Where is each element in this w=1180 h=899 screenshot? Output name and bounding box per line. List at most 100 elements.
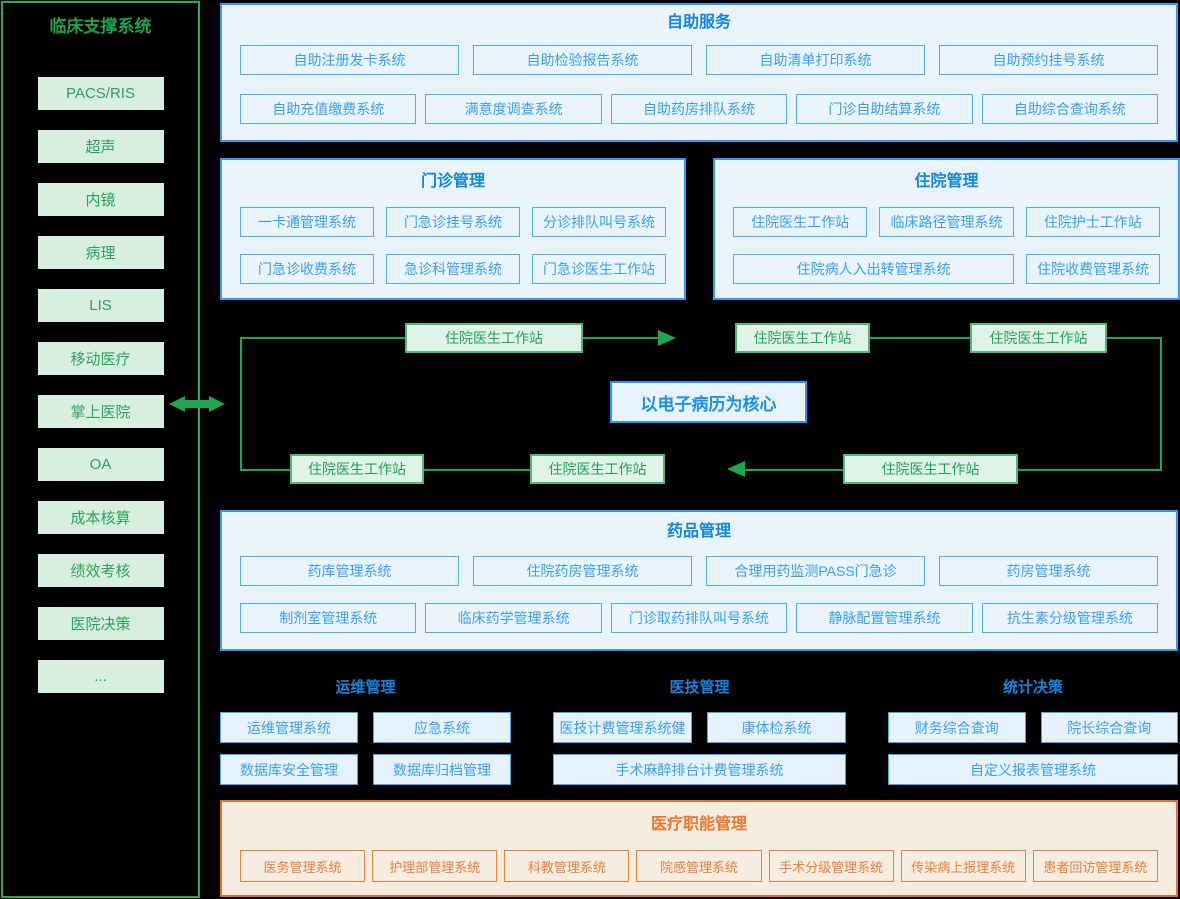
arrow-bar: [182, 400, 212, 408]
emr-core-node: 以电子病历为核心: [610, 381, 807, 423]
system-box: 财务综合查询: [888, 712, 1026, 743]
inpatient-row-2: 住院病人入出转管理系统 住院收费管理系统: [715, 254, 1178, 284]
ops-management-group: 运维管理 运维管理系统应急系统 数据库安全管理数据库归档管理: [220, 670, 511, 785]
medtech-row-1: 医技计费管理系统健康体检系统: [553, 712, 846, 743]
medtech-management-group: 医技管理 医技计费管理系统健康体检系统 手术麻醉排台计费管理系统: [553, 670, 846, 785]
clinical-support-item: 移动医疗: [37, 342, 164, 375]
system-box: 满意度调查系统: [425, 94, 602, 124]
system-box: 科教管理系统: [504, 850, 630, 882]
system-box: 门诊自助结算系统: [796, 94, 973, 124]
system-box: 临床药学管理系统: [425, 603, 602, 633]
system-box: 住院收费管理系统: [1026, 254, 1160, 284]
medical-admin-title: 医疗职能管理: [650, 816, 747, 833]
self-service-row-1: 自助注册发卡系统自助检验报告系统自助清单打印系统自助预约挂号系统: [222, 45, 1176, 75]
system-box: 传染病上报理系统: [900, 850, 1026, 882]
doctor-workstation-node: 住院医生工作站: [843, 454, 1018, 484]
system-box: 门急诊医生工作站: [532, 254, 666, 284]
doctor-workstation-node: 住院医生工作站: [405, 323, 583, 353]
system-box: 自助清单打印系统: [706, 45, 925, 75]
connector-line: [1018, 469, 1162, 471]
clinical-support-item: 绩效考核: [37, 554, 164, 587]
clinical-support-item: 内镜: [37, 183, 164, 216]
medtech-title: 医技管理: [669, 679, 730, 696]
system-box: 门诊取药排队叫号系统: [610, 603, 788, 633]
system-box: 应急系统: [373, 712, 511, 743]
connector-line: [869, 337, 971, 339]
system-box: 临床路径管理系统: [879, 207, 1014, 237]
system-box: 合理用药监测PASS门急诊: [706, 556, 925, 586]
clinical-support-item: 成本核算: [37, 501, 164, 534]
stats-title: 统计决策: [1002, 679, 1063, 696]
system-box: 运维管理系统: [220, 712, 358, 743]
system-box: 院感管理系统: [636, 850, 762, 882]
system-box: 急诊科管理系统: [386, 254, 520, 284]
system-box: 自助预约挂号系统: [939, 45, 1158, 75]
system-box: 自定义报表管理系统: [888, 754, 1178, 785]
system-box: 自助综合查询系统: [981, 94, 1159, 124]
medtech-row-2: 手术麻醉排台计费管理系统: [553, 754, 846, 785]
stats-row-1: 财务综合查询院长综合查询: [888, 712, 1178, 743]
outpatient-row-1: 一卡通管理系统门急诊挂号系统分诊排队叫号系统: [222, 207, 684, 237]
doctor-workstation-node: 住院医生工作站: [735, 323, 870, 353]
system-box: 手术麻醉排台计费管理系统: [553, 754, 846, 785]
system-box: 住院护士工作站: [1025, 207, 1160, 237]
pharmacy-row-2: 制剂室管理系统临床药学管理系统门诊取药排队叫号系统静脉配置管理系统抗生素分级管理…: [222, 603, 1176, 633]
system-box: 住院病人入出转管理系统: [733, 254, 1015, 284]
doctor-workstation-node: 住院医生工作站: [530, 454, 665, 484]
outpatient-title: 门诊管理: [420, 173, 485, 190]
connector-line: [242, 337, 405, 339]
stats-row-2: 自定义报表管理系统: [888, 754, 1178, 785]
self-service-section: 自助服务 自助注册发卡系统自助检验报告系统自助清单打印系统自助预约挂号系统 自助…: [220, 3, 1178, 142]
system-box: 自助注册发卡系统: [240, 45, 459, 75]
system-box: 医技计费管理系统健: [553, 712, 692, 743]
connector-line: [424, 469, 530, 471]
system-box: 医务管理系统: [240, 850, 366, 882]
arrow-left-icon: [727, 461, 745, 477]
connector-line: [1160, 337, 1162, 471]
connector-line: [582, 337, 658, 339]
self-service-row-2: 自助充值缴费系统满意度调查系统自助药房排队系统门诊自助结算系统自助综合查询系统: [222, 94, 1176, 124]
arrow-right-icon: [658, 330, 676, 346]
system-box: 数据库安全管理: [220, 754, 358, 785]
system-box: 手术分级管理系统: [768, 850, 894, 882]
pharmacy-row-1: 药库管理系统住院药房管理系统合理用药监测PASS门急诊药房管理系统: [222, 556, 1176, 586]
stats-decision-group: 统计决策 财务综合查询院长综合查询 自定义报表管理系统: [888, 670, 1178, 785]
system-box: 数据库归档管理: [373, 754, 511, 785]
ops-row-1: 运维管理系统应急系统: [220, 712, 511, 743]
clinical-support-item: LIS: [37, 289, 164, 322]
system-box: 一卡通管理系统: [240, 207, 374, 237]
inpatient-row-1: 住院医生工作站临床路径管理系统住院护士工作站: [715, 207, 1178, 237]
pharmacy-section: 药品管理 药库管理系统住院药房管理系统合理用药监测PASS门急诊药房管理系统 制…: [220, 510, 1178, 651]
bidirectional-arrow-icon: [169, 396, 225, 412]
ops-title: 运维管理: [335, 679, 396, 696]
inpatient-title: 住院管理: [914, 173, 979, 190]
system-box: 抗生素分级管理系统: [981, 603, 1159, 633]
system-box: 门急诊收费系统: [240, 254, 374, 284]
system-box: 制剂室管理系统: [240, 603, 417, 633]
clinical-support-item: 病理: [37, 236, 164, 269]
system-box: 康体检系统: [707, 712, 846, 743]
self-service-title: 自助服务: [666, 14, 731, 31]
system-box: 自助充值缴费系统: [240, 94, 417, 124]
medical-admin-section: 医疗职能管理 医务管理系统护理部管理系统科教管理系统院感管理系统手术分级管理系统…: [220, 800, 1178, 897]
ops-row-2: 数据库安全管理数据库归档管理: [220, 754, 511, 785]
system-box: 自助检验报告系统: [473, 45, 692, 75]
system-box: 住院医生工作站: [733, 207, 868, 237]
connector-line: [745, 469, 843, 471]
clinical-support-item: 超声: [37, 130, 164, 163]
system-box: 住院药房管理系统: [473, 556, 692, 586]
pharmacy-title: 药品管理: [666, 523, 731, 540]
clinical-support-item: OA: [37, 448, 164, 481]
doctor-workstation-node: 住院医生工作站: [970, 323, 1107, 353]
clinical-support-item: 掌上医院: [37, 395, 164, 428]
clinical-support-item: PACS/RIS: [37, 77, 164, 110]
outpatient-row-2: 门急诊收费系统急诊科管理系统门急诊医生工作站: [222, 254, 684, 284]
system-box: 院长综合查询: [1040, 712, 1178, 743]
connector-line: [1105, 337, 1162, 339]
system-box: 护理部管理系统: [372, 850, 498, 882]
system-box: 自助药房排队系统: [610, 94, 788, 124]
system-box: 药房管理系统: [939, 556, 1158, 586]
connector-line: [240, 337, 242, 471]
outpatient-section: 门诊管理 一卡通管理系统门急诊挂号系统分诊排队叫号系统 门急诊收费系统急诊科管理…: [220, 158, 686, 300]
